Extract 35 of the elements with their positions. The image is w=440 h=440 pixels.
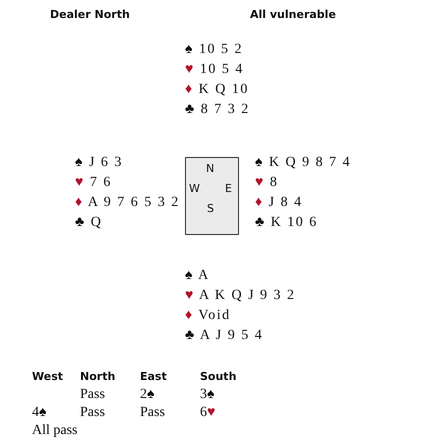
- card-holding: ♦ Void: [185, 308, 231, 324]
- card-holding: ♦ K Q 10: [185, 82, 249, 98]
- header-text: All vulnerable: [250, 8, 336, 21]
- card-holding: ♠ J 6 3: [75, 155, 123, 171]
- card-holding: ♣ 8 7 3 2: [185, 102, 250, 118]
- column-header: East: [140, 370, 167, 383]
- bid: Pass: [80, 405, 105, 421]
- compass-letter: S: [207, 202, 214, 215]
- column-header: West: [32, 370, 64, 383]
- card-holding: ♦ A 9 7 6 5 3 2: [75, 195, 180, 211]
- card-holding: ♣ Q: [75, 215, 102, 231]
- bid: All pass: [32, 423, 78, 439]
- card-holding: ♠ A: [185, 268, 210, 284]
- bid: 2♠: [140, 387, 154, 403]
- card-holding: ♥ A K Q J 9 3 2: [185, 288, 296, 304]
- header-text: Dealer North: [50, 8, 130, 21]
- card-holding: ♥ 7 6: [75, 175, 112, 191]
- card-holding: ♠ 10 5 2: [185, 42, 243, 58]
- bid: Pass: [80, 387, 105, 403]
- bid: 3♠: [200, 387, 214, 403]
- card-holding: ♥ 10 5 4: [185, 62, 244, 78]
- compass-letter: W: [189, 182, 200, 195]
- card-holding: ♦ J 8 4: [255, 195, 303, 211]
- bid: 4♠: [32, 405, 46, 421]
- column-header: North: [80, 370, 116, 383]
- bid: Pass: [140, 405, 165, 421]
- bid: 6♥: [200, 405, 216, 421]
- compass-box: [185, 157, 239, 235]
- card-holding: ♣ K 10 6: [255, 215, 318, 231]
- card-holding: ♥ 8: [255, 175, 278, 191]
- card-holding: ♠ K Q 9 8 7 4: [255, 155, 352, 171]
- card-holding: ♣ A J 9 5 4: [185, 328, 264, 344]
- compass-letter: E: [225, 182, 232, 195]
- compass-letter: N: [206, 162, 214, 175]
- column-header: South: [200, 370, 236, 383]
